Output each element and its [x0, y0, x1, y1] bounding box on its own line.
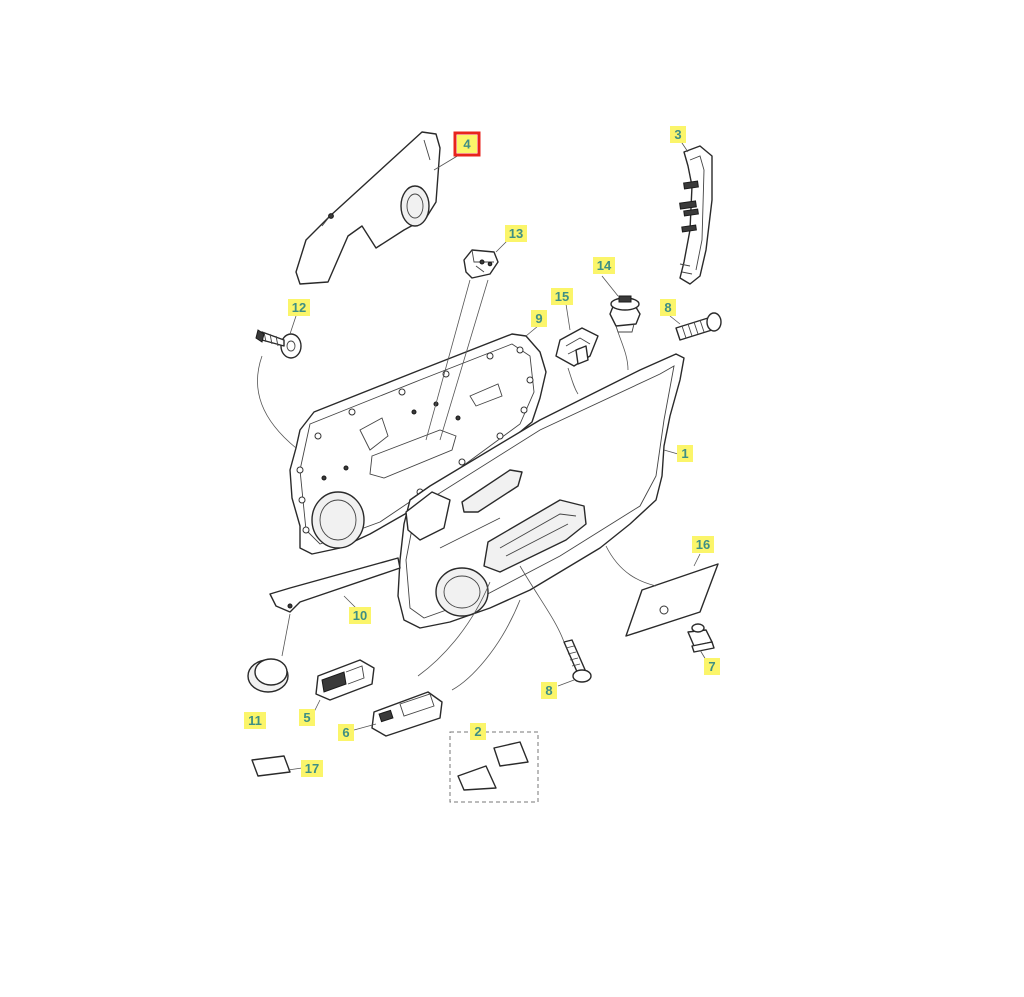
callout-4-highlight-box: [453, 131, 481, 157]
callout-10[interactable]: 10: [349, 607, 371, 624]
callout-17[interactable]: 17: [301, 760, 323, 777]
leader-lines: [257, 139, 707, 771]
callout-6[interactable]: 6: [338, 724, 354, 741]
part-14-clip-grommet[interactable]: [609, 295, 641, 333]
svg-text:3: 3: [674, 127, 681, 142]
svg-text:7: 7: [708, 659, 715, 674]
svg-text:13: 13: [509, 226, 523, 241]
callout-8-lower[interactable]: 8: [541, 682, 557, 699]
part-13-bracket-clip[interactable]: [463, 249, 499, 279]
svg-text:17: 17: [305, 761, 319, 776]
callout-5[interactable]: 5: [299, 709, 315, 726]
callout-7[interactable]: 7: [704, 658, 720, 675]
callout-labels: 4 3 13 12 14 15 8 9: [244, 126, 720, 777]
svg-text:15: 15: [555, 289, 569, 304]
part-8-bolt-lower[interactable]: [563, 639, 592, 683]
callout-16[interactable]: 16: [692, 536, 714, 553]
svg-text:16: 16: [696, 537, 710, 552]
callout-4[interactable]: 4: [453, 131, 481, 157]
svg-text:1: 1: [681, 446, 688, 461]
part-6-switch-bezel[interactable]: [371, 691, 443, 737]
part-2-tab-set[interactable]: [449, 731, 539, 803]
callout-9[interactable]: 9: [531, 310, 547, 327]
svg-text:8: 8: [664, 300, 671, 315]
callout-2[interactable]: 2: [470, 723, 486, 740]
part-9-door-carrier-panel[interactable]: [289, 333, 547, 555]
svg-text:8: 8: [545, 683, 552, 698]
callout-13[interactable]: 13: [505, 225, 527, 242]
callout-14[interactable]: 14: [593, 257, 615, 274]
part-17-tab[interactable]: [251, 755, 291, 777]
part-4-speaker-trim-panel[interactable]: [295, 131, 441, 285]
part-3-trim-rail[interactable]: [679, 145, 713, 285]
part-8-bolt-upper[interactable]: [675, 312, 722, 341]
svg-text:6: 6: [342, 725, 349, 740]
svg-text:14: 14: [597, 258, 612, 273]
callout-1[interactable]: 1: [677, 445, 693, 462]
part-10-trim-strip[interactable]: [269, 557, 401, 613]
svg-text:5: 5: [303, 710, 310, 725]
callout-3[interactable]: 3: [670, 126, 686, 143]
svg-text:12: 12: [292, 300, 306, 315]
svg-text:2: 2: [474, 724, 481, 739]
part-7-plug[interactable]: [687, 623, 715, 653]
callout-12[interactable]: 12: [288, 299, 310, 316]
callout-11[interactable]: 11: [244, 712, 266, 729]
svg-text:11: 11: [248, 713, 262, 728]
svg-text:9: 9: [535, 311, 542, 326]
svg-text:4: 4: [463, 137, 471, 152]
callout-15[interactable]: 15: [551, 288, 573, 305]
part-1-door-trim-panel[interactable]: [397, 353, 685, 629]
part-5-window-switch[interactable]: [315, 659, 375, 701]
part-12-push-fastener[interactable]: [255, 329, 302, 359]
svg-text:10: 10: [353, 608, 367, 623]
part-11-round-cap[interactable]: [247, 658, 289, 693]
callout-8-upper[interactable]: 8: [660, 299, 676, 316]
part-16-pad[interactable]: [625, 563, 719, 637]
part-15-clip[interactable]: [555, 327, 599, 367]
